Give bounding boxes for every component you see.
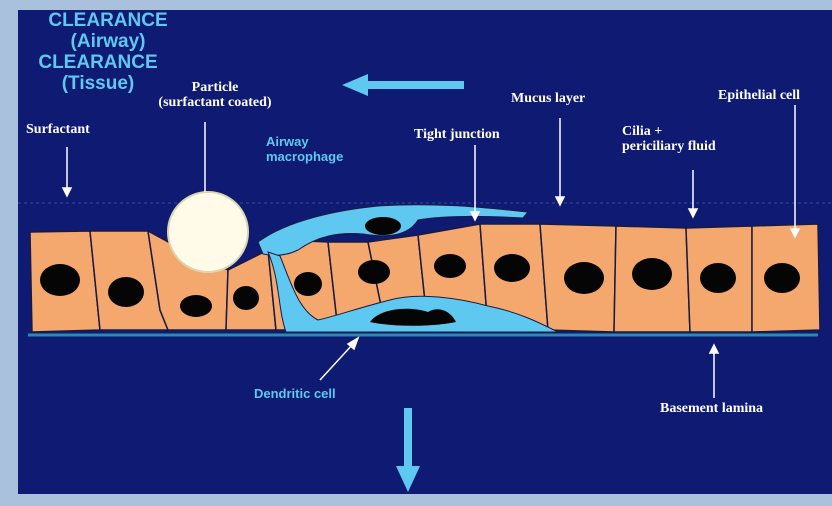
tissue-clearance-arrow-shaft <box>404 408 412 468</box>
tissue-clearance-arrow-head <box>396 466 420 492</box>
nucleus <box>358 260 390 284</box>
cilia-line1: Cilia + <box>622 124 716 139</box>
particle-title: Particle <box>150 80 280 95</box>
basement-lamina-label: Basement lamina <box>660 401 763 416</box>
airway-clearance-arrow-shaft <box>366 81 464 89</box>
cilia-line2: periciliary fluid <box>622 139 716 154</box>
nucleus <box>294 272 322 296</box>
dendritic-cell-pointer <box>320 344 353 380</box>
tight-junction-label: Tight junction <box>414 127 500 142</box>
airway-macrophage-line1: Airway <box>266 134 343 149</box>
nucleus <box>180 295 212 317</box>
particle-subtitle: (surfactant coated) <box>150 95 280 110</box>
mucus-layer-arrowhead <box>556 197 564 205</box>
nucleus <box>233 286 259 310</box>
airway-macrophage-label: Airway macrophage <box>266 134 343 164</box>
cilia-label: Cilia + periciliary fluid <box>622 124 716 154</box>
cilia-arrowhead <box>689 209 697 217</box>
dendritic-cell-label: Dendritic cell <box>254 386 336 401</box>
nucleus <box>564 262 604 294</box>
surfactant-arrowhead <box>63 188 71 196</box>
basement-lamina-arrowhead <box>710 345 718 353</box>
tight-junction-arrowhead <box>471 212 479 220</box>
nucleus <box>40 264 80 296</box>
nucleus <box>632 258 672 290</box>
nucleus <box>108 277 144 307</box>
mucus-layer-label: Mucus layer <box>511 91 585 106</box>
particle-label: Particle (surfactant coated) <box>150 80 280 110</box>
nucleus <box>434 254 466 278</box>
nucleus <box>494 254 530 282</box>
nucleus <box>764 263 800 293</box>
surfactant-coated-particle <box>168 192 248 272</box>
airway-clearance-arrow-head <box>342 74 368 96</box>
lung-epithelium-diagram <box>18 10 832 494</box>
diagram-panel: CLEARANCE (Airway) Particle (surfactant … <box>18 10 832 494</box>
macrophage-nucleus <box>365 217 401 235</box>
airway-macrophage-line2: macrophage <box>266 149 343 164</box>
nucleus <box>700 263 736 293</box>
surfactant-label: Surfactant <box>26 122 90 137</box>
epithelial-cell-label: Epithelial cell <box>718 88 800 103</box>
